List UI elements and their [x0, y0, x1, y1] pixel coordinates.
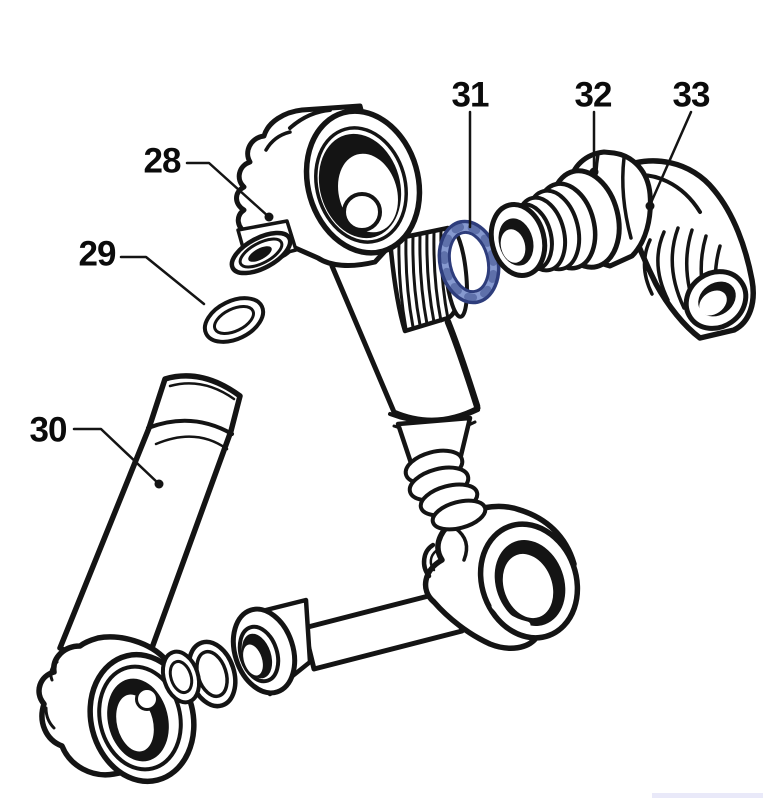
leader-29	[119, 255, 206, 306]
part-28-ring-hole	[342, 192, 382, 232]
tube-end-flange	[230, 597, 313, 697]
coupling-rings	[395, 415, 488, 532]
part-28-outlet-face	[229, 219, 298, 276]
part-label-32: 32	[574, 75, 613, 115]
leader-33	[648, 110, 693, 207]
lower-tube-assembly	[160, 503, 581, 709]
scan-artifact-bar	[652, 793, 763, 798]
part-31-blue-o-ring	[437, 219, 501, 305]
part-label-28: 28	[143, 141, 182, 181]
part-32-cartridge-fitting	[488, 149, 653, 278]
leader-28	[185, 161, 271, 219]
part-label-33: 33	[672, 75, 711, 115]
part-30-ball-end	[36, 634, 197, 785]
part-label-29: 29	[78, 234, 117, 274]
part-label-31: 31	[451, 75, 490, 115]
part-29-o-ring	[202, 296, 266, 344]
central-pipe	[329, 225, 488, 532]
part-28-valve-body	[229, 103, 423, 276]
ball-face-keyhole-notch	[135, 687, 159, 711]
small-washer	[160, 649, 202, 705]
part-label-30: 30	[29, 410, 68, 450]
leader-lines	[72, 110, 693, 489]
leader-30	[72, 427, 161, 486]
